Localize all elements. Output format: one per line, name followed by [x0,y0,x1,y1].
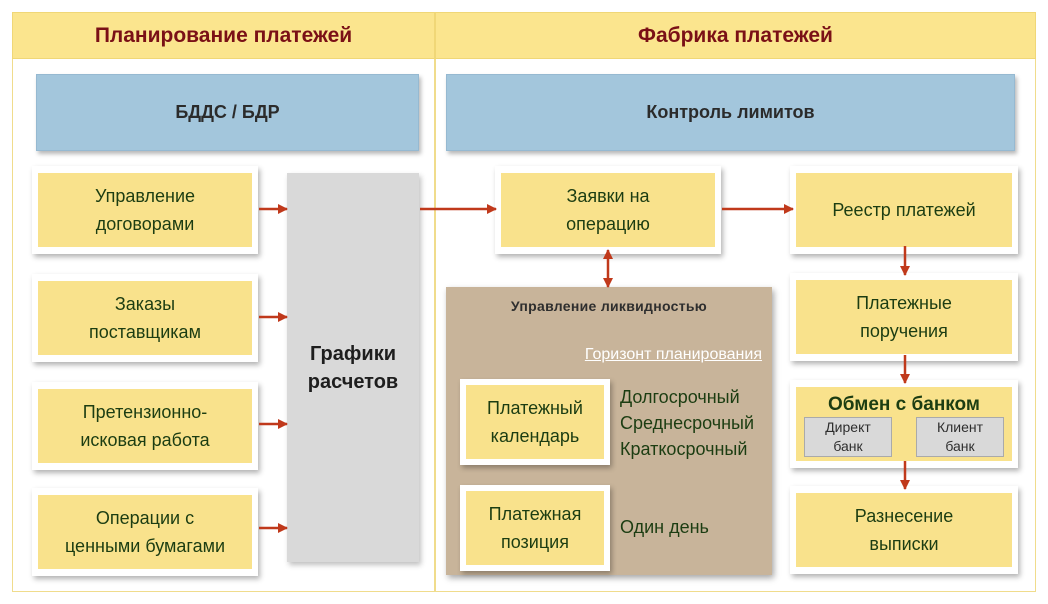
securities-box[interactable]: Операции с ценными бумагами [38,495,252,569]
payment-registry-box[interactable]: Реестр платежей [796,173,1012,247]
statement-card: Разнесение выписки [790,486,1018,574]
payment-calendar-card: Платежный календарь [460,379,610,465]
registry-card: Реестр платежей [790,166,1018,254]
bdds-bdr-banner: БДДС / БДР [36,74,419,151]
payment-orders-card: Платежные поручения [790,273,1018,361]
bank-exchange-box[interactable]: Обмен с банком Директ банк Клиент банк [796,387,1012,461]
client-bank-box[interactable]: Клиент банк [916,417,1004,457]
securities-card: Операции с ценными бумагами [32,488,258,576]
planning-horizon-link[interactable]: Горизонт планирования [584,346,762,363]
payment-position-box[interactable]: Платежная позиция [466,491,604,565]
bank-exchange-title: Обмен с банком [828,394,980,415]
one-day-label: Один день [620,517,709,537]
payment-orders-box[interactable]: Платежные поручения [796,280,1012,354]
supplier-orders-box[interactable]: Заказы поставщикам [38,281,252,355]
settlement-schedules-box[interactable]: Графики расчетов [287,173,419,562]
term-short: Краткосрочный [620,439,748,459]
planning-header: Планирование платежей [12,12,435,59]
requests-box[interactable]: Заявки на операцию [501,173,715,247]
liquidity-management-panel: Управление ликвидностью Горизонт планиро… [446,287,772,575]
suppliers-card: Заказы поставщикам [32,274,258,362]
term-medium: Среднесрочный [620,413,755,433]
liquidity-title: Управление ликвидностью [510,298,708,314]
contracts-box[interactable]: Управление договорами [38,173,252,247]
direct-bank-box[interactable]: Директ банк [804,417,892,457]
limits-control-banner: Контроль лимитов [446,74,1015,151]
contracts-card: Управление договорами [32,166,258,254]
claims-card: Претензионно-исковая работа [32,382,258,470]
claims-box[interactable]: Претензионно-исковая работа [38,389,252,463]
payment-calendar-box[interactable]: Платежный календарь [466,385,604,459]
statement-posting-box[interactable]: Разнесение выписки [796,493,1012,567]
term-long: Долгосрочный [620,387,740,407]
requests-card: Заявки на операцию [495,166,721,254]
bank-exchange-card: Обмен с банком Директ банк Клиент банк [790,380,1018,468]
payment-position-card: Платежная позиция [460,485,610,571]
factory-header: Фабрика платежей [435,12,1036,59]
